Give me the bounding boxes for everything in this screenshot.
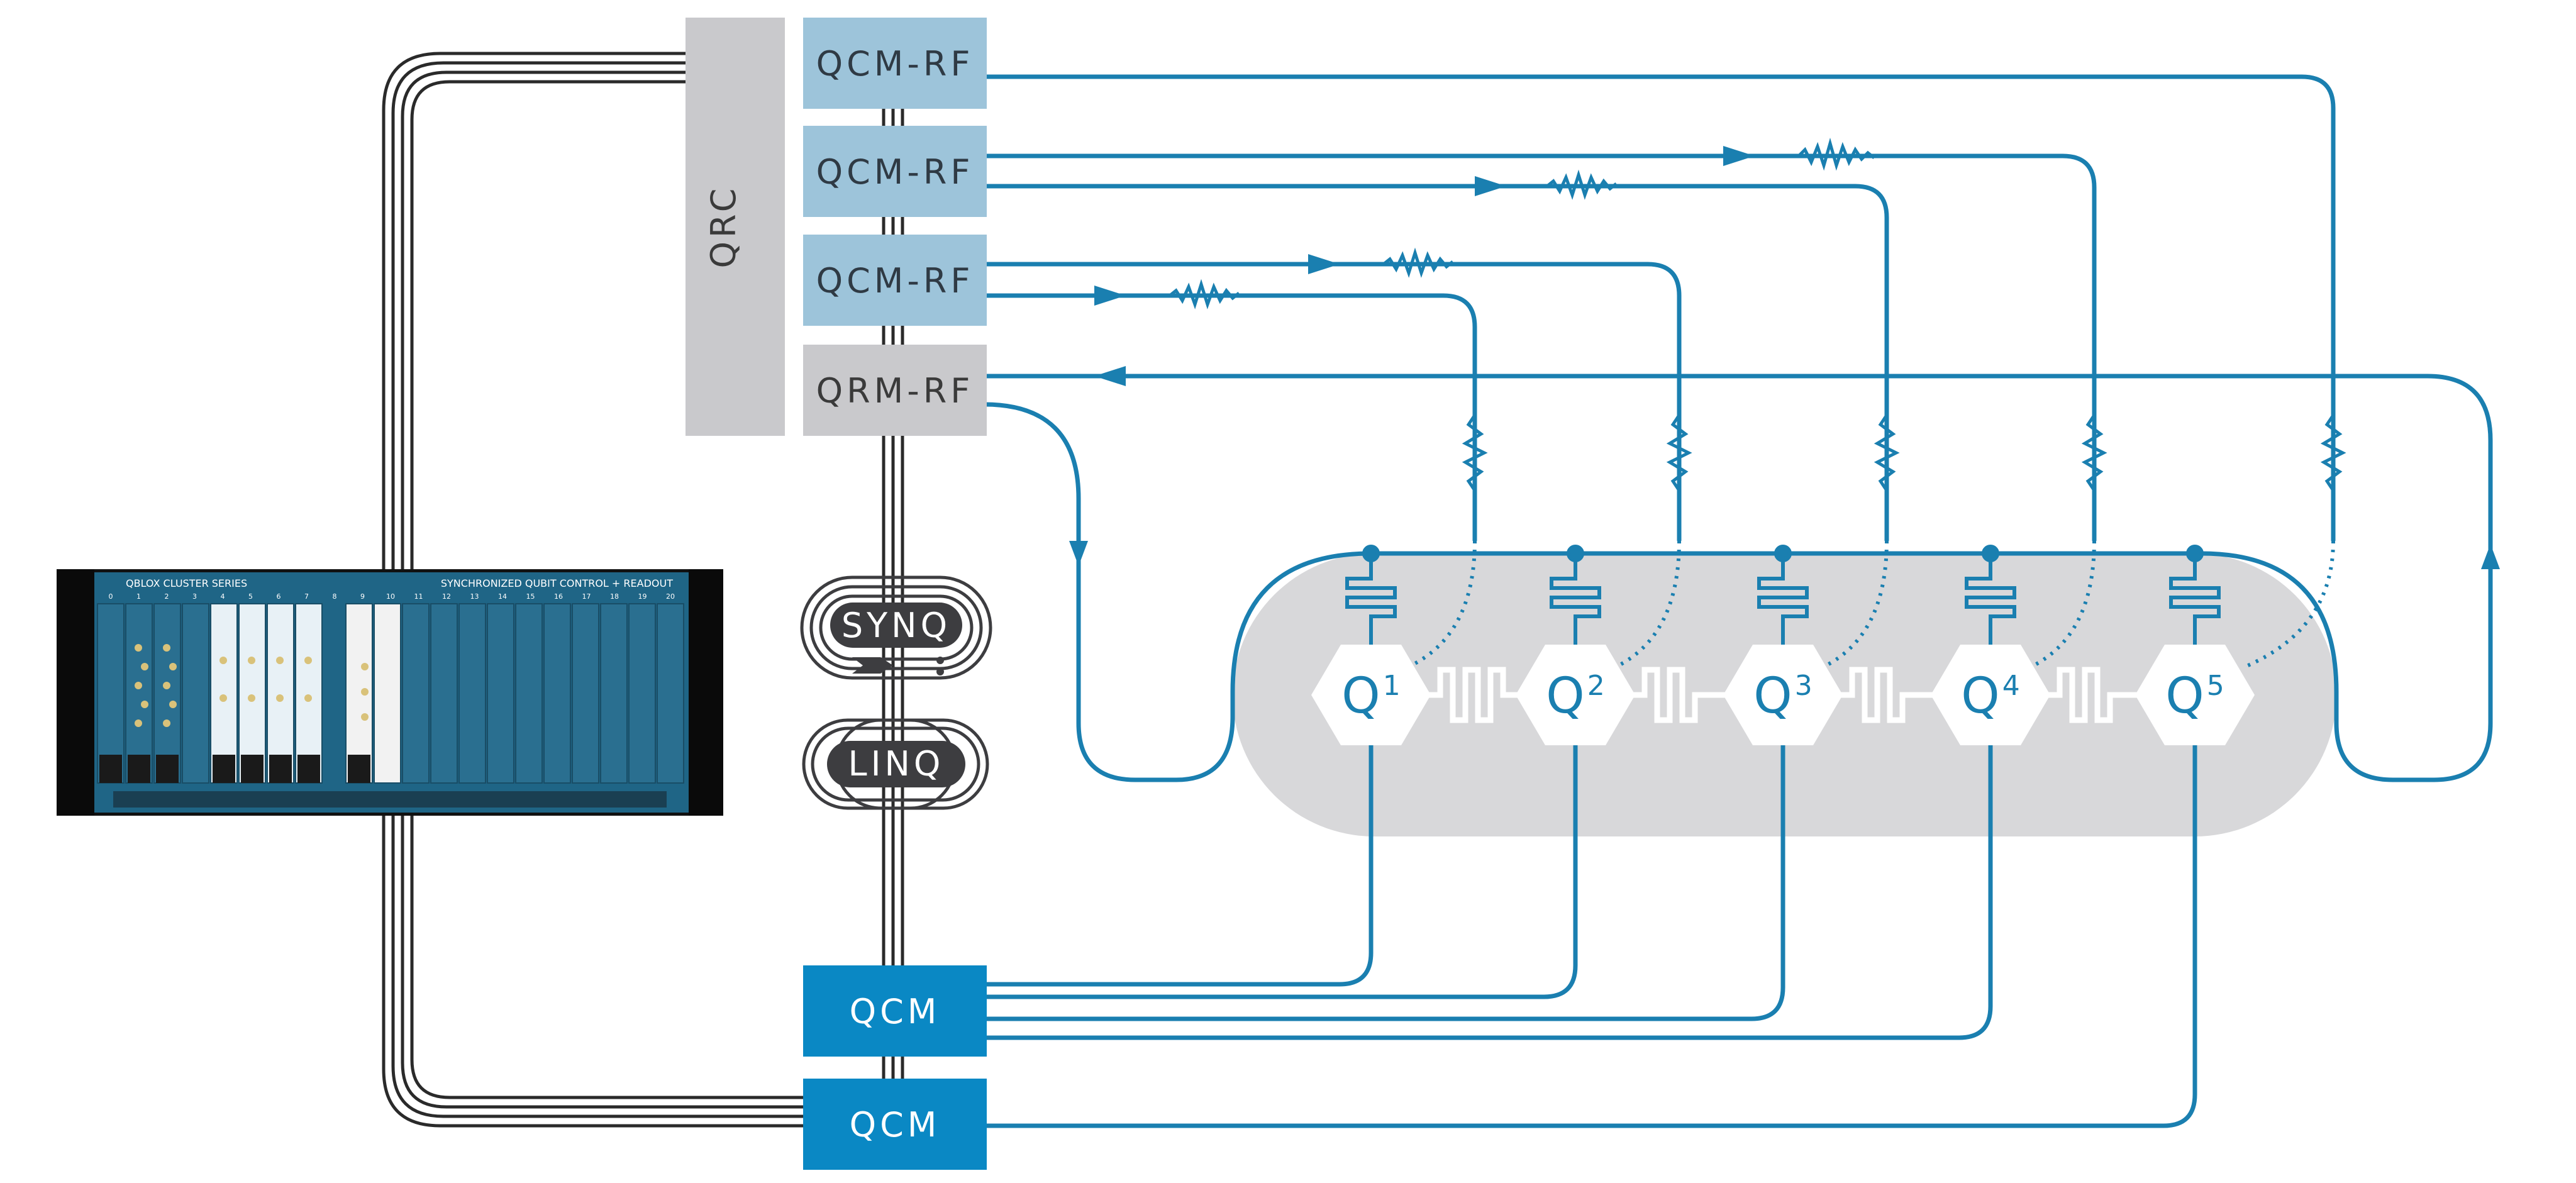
- qubit-letter: Q: [2165, 668, 2204, 725]
- qrc-label: QRC: [704, 184, 743, 268]
- qubit-couplers: [1415, 667, 2151, 723]
- rack-handles: [99, 755, 370, 783]
- synq-label: SYNQ: [841, 606, 951, 645]
- qubit-index: 2: [1587, 670, 1605, 702]
- linq-badge[interactable]: LINQ: [802, 718, 989, 810]
- rack-slot-number: 20: [666, 592, 675, 601]
- qblox-cluster-rack: QBLOX CLUSTER SERIES SYNCHRONIZED QUBIT …: [57, 569, 723, 816]
- rack-slot-number: 9: [360, 592, 365, 601]
- qubit-index: 5: [2207, 670, 2224, 702]
- svg-text:Q3: Q3: [1753, 668, 1812, 725]
- qcm-label: QCM: [850, 1105, 941, 1145]
- rack-tagline: SYNCHRONIZED QUBIT CONTROL + READOUT: [441, 577, 673, 589]
- rack-slot-number: 6: [277, 592, 281, 601]
- svg-text:Q2: Q2: [1546, 668, 1604, 725]
- rack-slot-number: 11: [414, 592, 423, 601]
- qubit-letter: Q: [1961, 668, 1999, 725]
- qcm-rf-label: QCM-RF: [816, 44, 974, 84]
- rack-slot-number: 19: [638, 592, 647, 601]
- rack-slot-number: 8: [333, 592, 337, 601]
- rack-slot-number: 4: [221, 592, 225, 601]
- rack-slots: [97, 603, 684, 784]
- svg-text:Q5: Q5: [2165, 668, 2224, 725]
- rack-slot-number: 13: [470, 592, 479, 601]
- qubit-q3[interactable]: Q3: [1723, 645, 1843, 745]
- rack-slot-number: 5: [248, 592, 253, 601]
- rack-slot-number: 1: [136, 592, 141, 601]
- qcm-label: QCM: [850, 992, 941, 1031]
- qubit-letter: Q: [1546, 668, 1584, 725]
- rack-slot-number: 16: [554, 592, 563, 601]
- qcm-rf-label: QCM-RF: [816, 152, 974, 192]
- rack-slot-number: 7: [304, 592, 309, 601]
- signal-arrows: [1069, 146, 2500, 569]
- rack-slot-number: 0: [109, 592, 113, 601]
- qcm-rf-module-2[interactable]: QCM-RF: [803, 126, 987, 217]
- linq-label: LINQ: [848, 744, 945, 784]
- qubit-index: 3: [1795, 670, 1813, 702]
- qubit-letter: Q: [1341, 668, 1380, 725]
- svg-text:Q4: Q4: [1961, 668, 2019, 725]
- svg-text:Q1: Q1: [1341, 668, 1400, 725]
- qcm-module-2[interactable]: QCM: [803, 1079, 987, 1170]
- rack-slot-number: 15: [526, 592, 535, 601]
- rack-slot-number: 18: [610, 592, 619, 601]
- qubit-q4[interactable]: Q4: [1931, 645, 2050, 745]
- readout-feedline: [1371, 551, 2339, 692]
- readout-resonators: [1345, 545, 2221, 648]
- qubit-q1[interactable]: Q1: [1311, 645, 1431, 745]
- qubit-q2[interactable]: Q2: [1516, 645, 1635, 745]
- qubit-index: 4: [2002, 670, 2020, 702]
- rack-vent: [113, 791, 667, 808]
- rack-brand: QBLOX CLUSTER SERIES: [126, 577, 247, 589]
- qrm-rf-label: QRM-RF: [816, 371, 974, 411]
- rack-slot-number: 10: [386, 592, 395, 601]
- rack-slot-number: 14: [498, 592, 507, 601]
- qcm-rf-module-3[interactable]: QCM-RF: [803, 235, 987, 326]
- rack-connectors: [135, 644, 369, 727]
- signal-lines: [984, 74, 2493, 1128]
- qrc-module[interactable]: QRC: [686, 18, 785, 436]
- qubit-q5[interactable]: Q5: [2135, 645, 2255, 745]
- qcm-rf-module-1[interactable]: QCM-RF: [803, 18, 987, 109]
- synq-badge[interactable]: SYNQ: [800, 575, 992, 680]
- qrm-rf-module[interactable]: QRM-RF: [803, 345, 987, 436]
- rack-slot-number: 3: [192, 592, 197, 601]
- qubit-letter: Q: [1753, 668, 1792, 725]
- rack-slot-number: 12: [442, 592, 451, 601]
- qcm-module-1[interactable]: QCM: [803, 965, 987, 1057]
- rack-slot-number: 2: [165, 592, 169, 601]
- drive-couplings: [1407, 540, 2335, 669]
- rack-slot-number: 17: [582, 592, 591, 601]
- qcm-rf-label: QCM-RF: [816, 261, 974, 301]
- pulse-waveforms: [1169, 137, 2346, 492]
- qubit-index: 1: [1383, 670, 1401, 702]
